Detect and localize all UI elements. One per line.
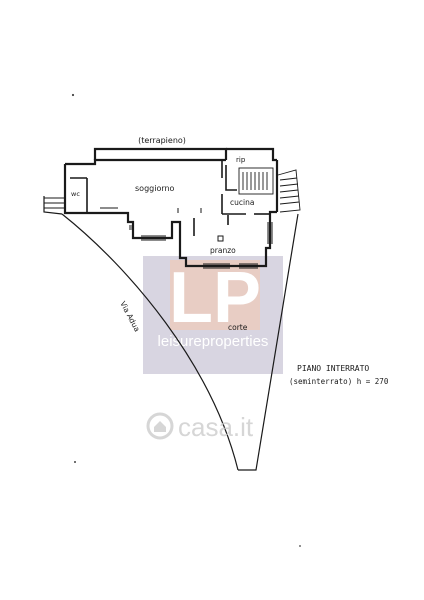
- label-soggiorno: soggiorno: [135, 184, 175, 193]
- site-outline: [43, 196, 299, 471]
- wall-rip: [225, 165, 237, 191]
- caption-line-2: (seminterrato) h = 270: [289, 377, 389, 386]
- wall-north-east: [226, 147, 277, 162]
- plot-corner: [43, 196, 63, 215]
- small-marks: [129, 208, 224, 242]
- leisureproperties-logo: LP leisureproperties: [143, 256, 283, 374]
- label-via-adua: Via Adua: [118, 300, 142, 333]
- label-rip: rip: [236, 156, 246, 164]
- label-corte: corte: [228, 323, 248, 332]
- logo-letters: LP: [169, 258, 261, 338]
- casa-it-logo-icon: [146, 412, 174, 440]
- wall-south: [97, 210, 277, 268]
- label-pranzo: pranzo: [210, 246, 236, 255]
- stair-box: [238, 167, 274, 195]
- wall-west: [63, 164, 97, 215]
- wall-north-terrapieno: [93, 147, 228, 160]
- plot-right-boundary: [238, 213, 299, 471]
- logo-brand-text: leisureproperties: [158, 333, 269, 350]
- label-cucina: cucina: [230, 198, 254, 207]
- external-steps: [277, 169, 301, 213]
- staircase: [238, 167, 274, 195]
- casa-it-watermark: casa.it: [146, 412, 254, 442]
- west-steps: [44, 197, 65, 209]
- interior-walls: [70, 160, 270, 236]
- caption-line-1: PIANO INTERRATO: [297, 364, 369, 373]
- windows: [100, 207, 273, 269]
- column-marker: [217, 235, 224, 242]
- logo-letters-block: [170, 260, 260, 330]
- house-icon: [154, 421, 166, 432]
- label-wc: wc: [71, 190, 80, 198]
- plot-left-boundary: [61, 213, 239, 471]
- casa-it-text: casa.it: [178, 412, 254, 442]
- building-walls: [63, 147, 279, 268]
- label-terrapieno: (terrapieno): [138, 136, 186, 145]
- wall-north-inner: [65, 158, 226, 166]
